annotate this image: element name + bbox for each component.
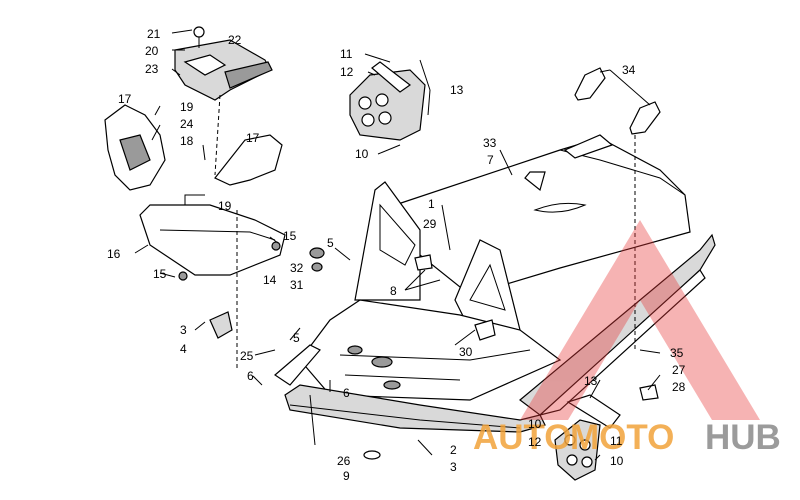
watermark: AUTO MOTO HUB (473, 220, 781, 457)
callout-8: 8 (390, 284, 397, 298)
small-parts (209, 171, 659, 460)
callout-9: 9 (343, 469, 350, 483)
callout-11a: 11 (340, 47, 353, 61)
grab-handles (574, 67, 661, 135)
callout-28: 28 (672, 380, 686, 394)
callout-10c: 10 (610, 454, 624, 468)
callout-21: 21 (147, 27, 161, 41)
callout-29: 29 (423, 217, 437, 231)
cover-assembly (174, 26, 273, 101)
watermark-hub: HUB (705, 418, 781, 457)
callout-labels: 21 20 22 23 17 19 24 18 17 19 16 15 15 1… (107, 27, 686, 483)
callout-24: 24 (180, 117, 194, 131)
callout-19b: 19 (218, 199, 232, 213)
callout-15b: 15 (153, 267, 167, 281)
callout-6a: 6 (247, 369, 254, 383)
callout-15a: 15 (283, 229, 297, 243)
base-plate (139, 194, 286, 281)
callout-10b: 10 (528, 417, 542, 431)
callout-18: 18 (180, 134, 194, 148)
callout-11b: 11 (610, 434, 623, 448)
watermark-auto: AUTO (473, 418, 572, 457)
callout-3a: 3 (180, 323, 187, 337)
callout-17a: 17 (118, 92, 132, 106)
callout-34: 34 (622, 63, 636, 77)
callout-31: 31 (290, 278, 304, 292)
callout-12b: 12 (528, 435, 542, 449)
callout-33: 33 (483, 136, 497, 150)
callout-19a: 19 (180, 100, 194, 114)
chassis-frame (274, 134, 716, 433)
callout-1: 1 (428, 197, 435, 211)
callout-2: 2 (450, 443, 457, 457)
callout-20: 20 (145, 44, 159, 58)
callout-4: 4 (180, 342, 187, 356)
callout-30: 30 (459, 345, 473, 359)
callout-5a: 5 (327, 236, 334, 250)
watermark-triangle-icon (520, 220, 760, 420)
hood-bracket (349, 61, 426, 141)
left-bracket (104, 104, 166, 191)
callout-6b: 6 (343, 386, 350, 400)
callout-32: 32 (290, 261, 304, 275)
callout-13b: 13 (584, 374, 598, 388)
callout-25: 25 (240, 349, 254, 363)
callout-35: 35 (670, 346, 684, 360)
callout-13a: 13 (450, 83, 464, 97)
callout-10a: 10 (355, 147, 369, 161)
lower-plate (554, 394, 621, 481)
callout-3b: 3 (450, 460, 457, 474)
callout-16: 16 (107, 247, 121, 261)
callout-7: 7 (487, 153, 494, 167)
callout-26: 26 (337, 454, 351, 468)
callout-12a: 12 (340, 65, 354, 79)
callout-14: 14 (263, 273, 277, 287)
callout-22: 22 (228, 33, 242, 47)
callout-23: 23 (145, 62, 159, 76)
callout-5b: 5 (293, 331, 300, 345)
watermark-moto: MOTO (570, 418, 674, 457)
small-bracket (214, 134, 283, 186)
callout-27: 27 (672, 363, 686, 377)
leader-lines (134, 29, 661, 461)
callout-17b: 17 (246, 131, 260, 145)
